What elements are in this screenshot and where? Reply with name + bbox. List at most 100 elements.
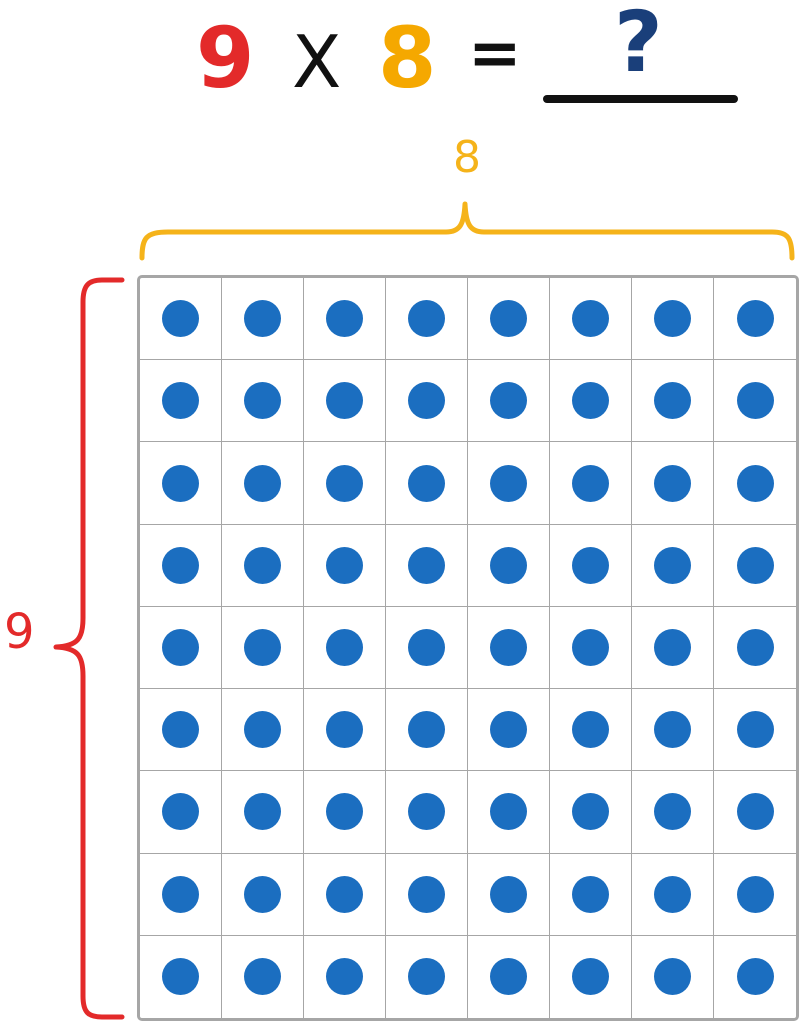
grid-cell: [304, 360, 386, 443]
grid-cell: [222, 524, 304, 607]
dot: [654, 875, 691, 913]
dot: [162, 382, 199, 420]
dot: [654, 382, 691, 420]
dot: [408, 793, 445, 831]
grid-cell: [140, 935, 222, 1018]
dot: [736, 711, 774, 749]
dot: [408, 711, 445, 749]
grid-cell: [632, 771, 714, 854]
grid-cell: [222, 771, 304, 854]
grid-cell: [386, 689, 468, 772]
dot: [490, 793, 527, 831]
dot: [572, 546, 609, 584]
dot: [244, 464, 281, 502]
dot: [490, 628, 527, 666]
dot: [244, 300, 281, 338]
grid-cell: [386, 442, 468, 525]
column-bracket: [139, 201, 795, 261]
dot: [736, 464, 774, 502]
grid-cell: [468, 360, 550, 443]
dot: [326, 300, 363, 338]
dot: [654, 793, 691, 831]
dot: [244, 711, 281, 749]
dot: [326, 711, 363, 749]
grid-cell: [140, 442, 222, 525]
grid-cell: [140, 689, 222, 772]
grid-cell: [468, 442, 550, 525]
grid-cell: [386, 853, 468, 936]
grid-cell: [550, 935, 632, 1018]
row-bracket: [53, 277, 125, 1020]
dot: [408, 464, 445, 502]
grid-cell: [140, 606, 222, 690]
grid-cell: [304, 853, 386, 936]
dot: [162, 464, 199, 502]
equation-factor-a: 9: [196, 9, 255, 107]
dot: [490, 382, 527, 420]
dot: [654, 958, 691, 996]
grid-cell: [714, 442, 796, 525]
equation: 9 X 8 = ?: [0, 0, 800, 120]
grid-cell: [140, 853, 222, 936]
dot: [490, 546, 527, 584]
grid-cell: [632, 935, 714, 1018]
dot: [408, 300, 445, 338]
dot: [162, 300, 199, 338]
dot: [162, 628, 199, 666]
dot: [736, 628, 774, 666]
grid-cell: [468, 771, 550, 854]
dot: [736, 958, 774, 996]
equation-answer: ?: [614, 0, 663, 91]
grid-cell: [304, 771, 386, 854]
grid-cell: [222, 935, 304, 1018]
grid-cell: [468, 935, 550, 1018]
dot: [572, 300, 609, 338]
grid-cell: [222, 360, 304, 443]
grid-cell: [304, 442, 386, 525]
dot: [736, 793, 774, 831]
grid-cell: [632, 442, 714, 525]
grid-cell: [222, 853, 304, 936]
dot: [162, 958, 199, 996]
dot: [326, 628, 363, 666]
grid-cell: [222, 689, 304, 772]
dot: [572, 382, 609, 420]
grid-cell: [386, 935, 468, 1018]
dot: [736, 382, 774, 420]
grid-cell: [468, 853, 550, 936]
dot: [244, 793, 281, 831]
grid-cell: [550, 360, 632, 443]
dot: [408, 958, 445, 996]
dot: [408, 628, 445, 666]
grid-cell: [714, 689, 796, 772]
grid-cell: [550, 278, 632, 361]
dot: [736, 546, 774, 584]
row-count-label: 9: [4, 604, 35, 660]
grid-cell: [550, 524, 632, 607]
grid-cell: [632, 360, 714, 443]
dot: [408, 875, 445, 913]
grid-cell: [386, 278, 468, 361]
dot: [654, 300, 691, 338]
grid-cell: [714, 771, 796, 854]
dot: [244, 875, 281, 913]
dot-array-grid: [137, 275, 799, 1021]
grid-cell: [386, 606, 468, 690]
grid-cell: [304, 606, 386, 690]
dot: [490, 711, 527, 749]
grid-cell: [550, 689, 632, 772]
grid-cell: [222, 606, 304, 690]
grid-cell: [140, 278, 222, 361]
dot: [572, 628, 609, 666]
dot: [326, 546, 363, 584]
grid-cell: [632, 689, 714, 772]
dot: [654, 464, 691, 502]
grid-cell: [468, 524, 550, 607]
grid-cell: [304, 935, 386, 1018]
dot: [326, 382, 363, 420]
grid-cell: [468, 606, 550, 690]
answer-blank-line: [543, 95, 738, 103]
grid-cell: [304, 278, 386, 361]
dot: [408, 382, 445, 420]
